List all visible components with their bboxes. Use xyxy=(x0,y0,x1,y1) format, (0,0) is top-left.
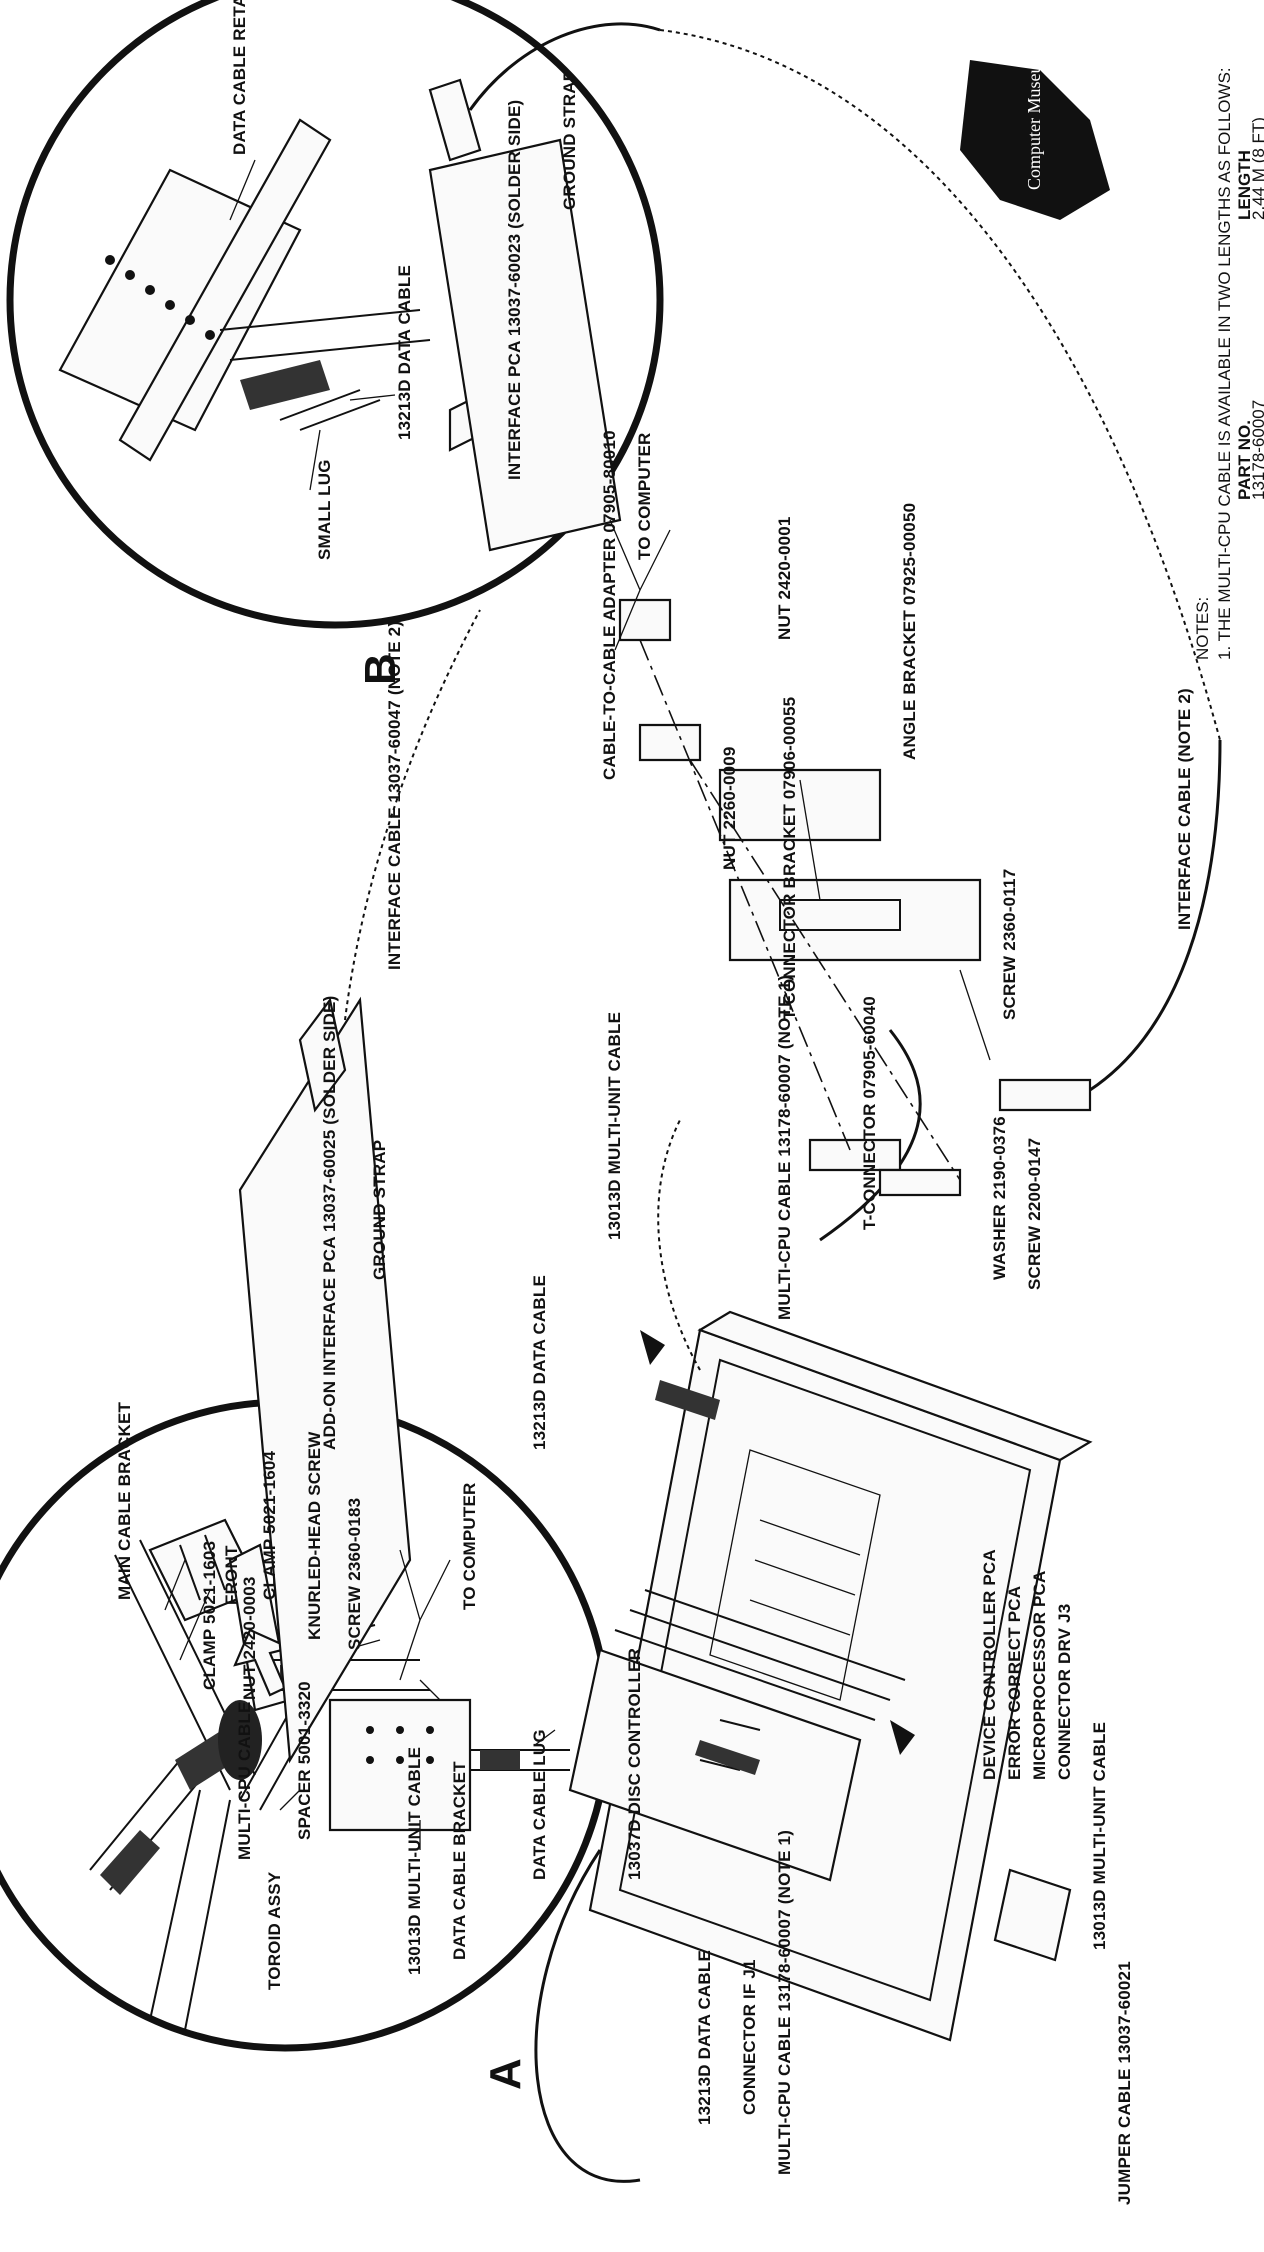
data-cable-lug-label: DATA CABLE LUG xyxy=(530,1729,549,1880)
disc-controller xyxy=(568,1310,1093,2042)
computer-museum-logo xyxy=(960,60,1110,220)
to-computer-2-label: TO COMPUTER xyxy=(635,432,654,560)
screw-2360-label: SCREW 2360-0117 xyxy=(1000,869,1019,1020)
nut-2260-label: NUT 2260-0009 xyxy=(720,746,739,870)
multi-unit-cable-top-label: 13013D MULTI-UNIT CABLE xyxy=(605,1012,624,1240)
toroid-assy-label: TOROID ASSY xyxy=(265,1871,284,1990)
museum-label: Computer Museum xyxy=(1024,51,1044,191)
part-no-value: 13178-60007 xyxy=(1249,400,1264,500)
add-on-interface-label: ADD-ON INTERFACE PCA 13037-60025 (SOLDER… xyxy=(320,996,339,1450)
device-controller-pca-label: DEVICE CONTROLLER PCA xyxy=(980,1549,999,1780)
note-1: 1. THE MULTI-CPU CABLE IS AVAILABLE IN T… xyxy=(1215,67,1234,660)
cable-adapter-label: CABLE-TO-CABLE ADAPTER 07905-80010 xyxy=(600,430,619,780)
main-cable-bracket-label: MAIN CABLE BRACKET xyxy=(115,1401,134,1600)
interface-cable-1-label: INTERFACE CABLE 13037-60047 (NOTE 2) xyxy=(385,621,404,970)
error-correct-pca-label: ERROR CORRECT PCA xyxy=(1005,1586,1024,1780)
knurled-head-screw-label: KNURLED-HEAD SCREW xyxy=(305,1431,324,1640)
microprocessor-pca-label: MICROPROCESSOR PCA xyxy=(1030,1570,1049,1780)
ground-strap-2-label: GROUND STRAP xyxy=(560,70,579,210)
data-cable-left-label: 13213D DATA CABLE xyxy=(695,1950,714,2125)
t-connector-assembly xyxy=(618,598,1222,1197)
t-connector-bracket-label: T-CONNECTOR BRACKET 07906-00055 xyxy=(780,697,799,1020)
small-lug-label: SMALL LUG xyxy=(315,459,334,560)
data-cable-bracket-label: DATA CABLE BRACKET xyxy=(450,1761,469,1960)
multi-cpu-cable-a-label: MULTI-CPU CABLE xyxy=(235,1702,254,1861)
spacer-label: SPACER 5001-3320 xyxy=(295,1681,314,1840)
screw-a-label: SCREW 2360-0183 xyxy=(345,1498,364,1650)
washer-label: WASHER 2190-0376 xyxy=(990,1116,1009,1280)
notes-heading: NOTES: xyxy=(1193,597,1212,660)
ground-strap-1-label: GROUND STRAP xyxy=(370,1140,389,1280)
add-on-interface-pca xyxy=(238,388,492,1764)
detail-b-letter: B xyxy=(356,653,405,685)
multi-cpu-cable-mid-path xyxy=(819,1029,922,1242)
connector-if-label: CONNECTOR IF J1 xyxy=(740,1959,759,2115)
interface-cable-2-label: INTERFACE CABLE (NOTE 2) xyxy=(1175,688,1194,930)
data-cable-retainer-label: DATA CABLE RETAINER xyxy=(230,0,249,155)
part-no-header: PART NO. xyxy=(1235,420,1254,500)
detail-a-letter: A xyxy=(481,2058,530,2090)
jumper-cable-label: JUMPER CABLE 13037-60021 xyxy=(1115,1961,1134,2205)
disc-controller-label: 13037D DISC CONTROLLER xyxy=(625,1648,644,1880)
multi-cpu-cable-mid-label: MULTI-CPU CABLE 13178-60007 (NOTE 1) xyxy=(775,975,794,1320)
clamp-a1-label: CLAMP 5021-1603 xyxy=(200,1541,219,1690)
labels: MAIN CABLE BRACKET CLAMP 5021-1603 FRONT… xyxy=(115,0,1194,2205)
multi-unit-cable-a-label: 13013D MULTI-UNIT CABLE xyxy=(405,1747,424,1975)
notes-block: NOTES: 1. THE MULTI-CPU CABLE IS AVAILAB… xyxy=(1193,67,1264,660)
front-label: FRONT xyxy=(222,1545,241,1605)
length-value: 2.44 M (8 FT) xyxy=(1249,117,1264,220)
interface-pca xyxy=(428,22,1221,741)
multi-unit-cable-right-label: 13013D MULTI-UNIT CABLE xyxy=(1090,1722,1109,1950)
to-computer-1-label: TO COMPUTER xyxy=(460,1482,479,1610)
nut-2420-label: NUT 2420-0001 xyxy=(775,516,794,640)
interface-pca-label: INTERFACE PCA 13037-60023 (SOLDER SIDE) xyxy=(505,100,524,480)
screw-2200-label: SCREW 2200-0147 xyxy=(1025,1138,1044,1290)
clamp-a2-label: CLAMP 5021-1604 xyxy=(260,1451,279,1600)
multi-unit-cable-path xyxy=(657,1119,701,1371)
data-cable-top-label: 13213D DATA CABLE xyxy=(530,1275,549,1450)
data-cable-b-label: 13213D DATA CABLE xyxy=(395,265,414,440)
connector-drv-label: CONNECTOR DRV J3 xyxy=(1055,1604,1074,1780)
multi-cpu-cable-left-label: MULTI-CPU CABLE 13178-60007 (NOTE 1) xyxy=(775,1830,794,2175)
angle-bracket-label: ANGLE BRACKET 07925-00050 xyxy=(900,503,919,760)
multi-cpu-cable-loop xyxy=(534,1849,641,2183)
length-header: LENGTH xyxy=(1235,150,1254,220)
t-connector-label: T-CONNECTOR 07905-60040 xyxy=(860,996,879,1230)
nut-a-label: NUT 2420-0003 xyxy=(240,1576,259,1700)
